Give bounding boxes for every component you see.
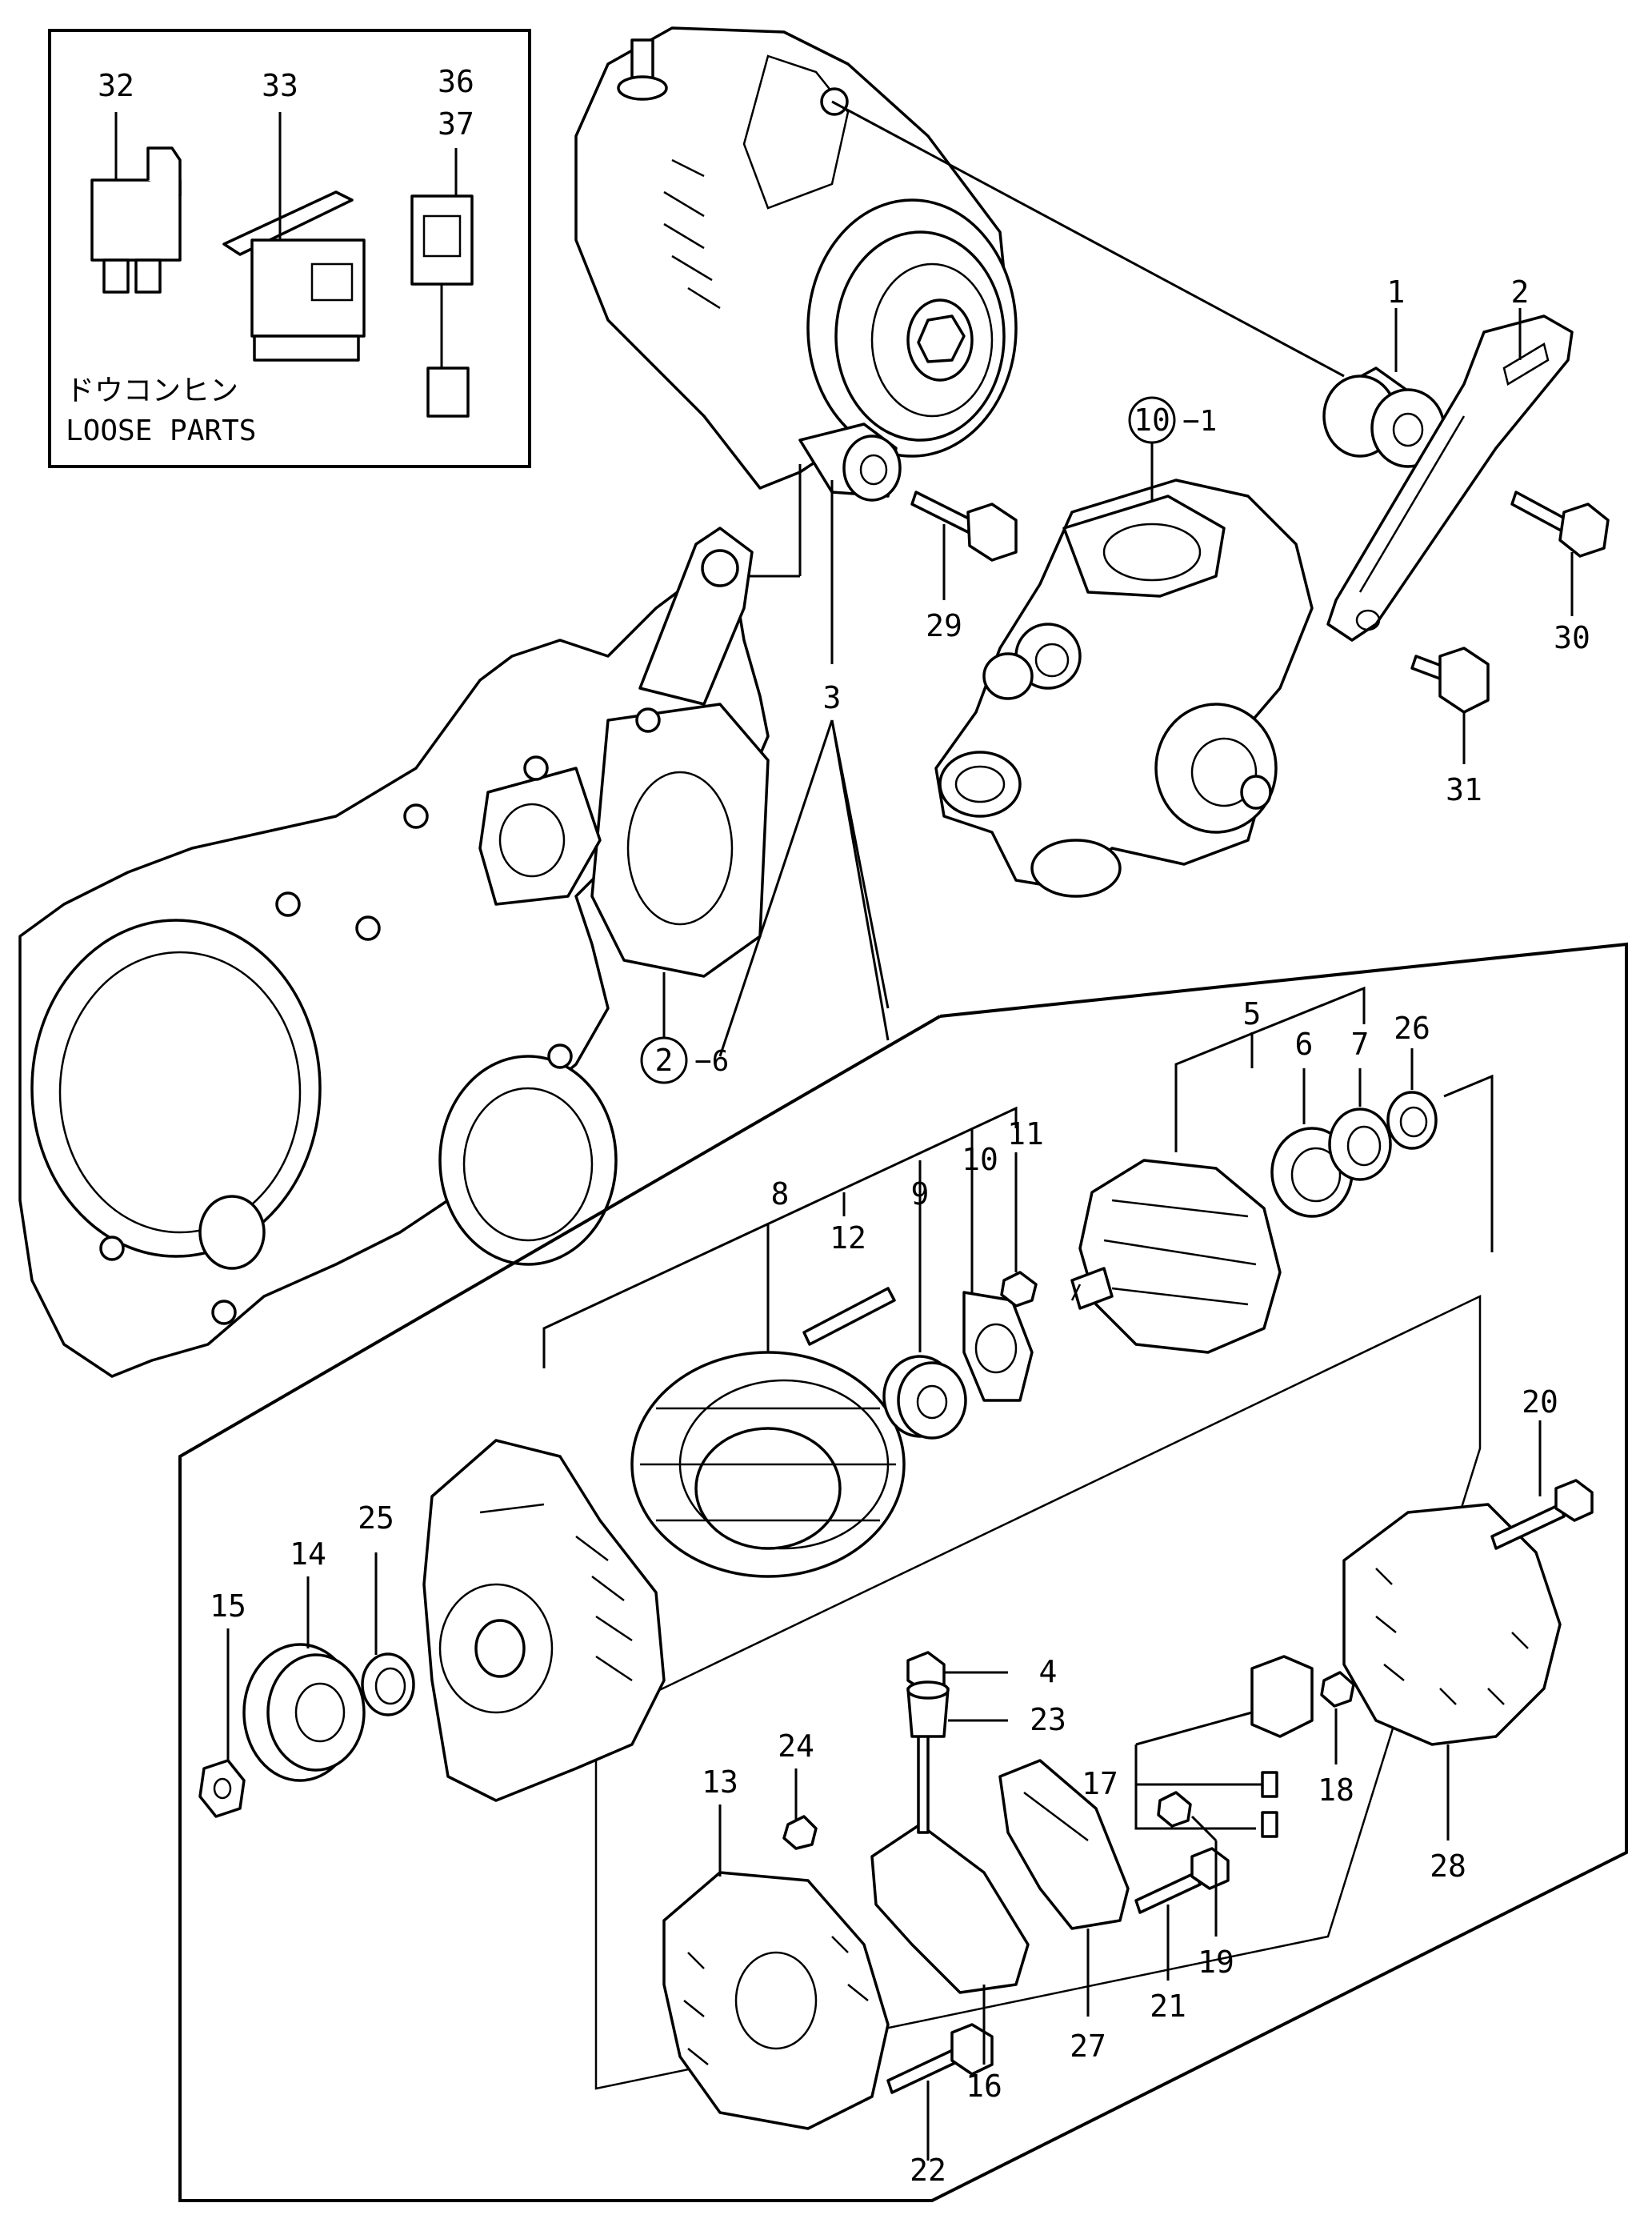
callout-6: 6 [1295, 1027, 1314, 1062]
rear-frame-part-13 [662, 1871, 890, 2130]
callout-15: 15 [210, 1588, 246, 1624]
callout-3: 3 [823, 680, 842, 715]
callout-14: 14 [290, 1536, 326, 1572]
washer-part-26 [1386, 1091, 1438, 1150]
callout-29: 29 [926, 608, 962, 643]
rear-cover-part-28 [1342, 1503, 1562, 1746]
callout-21: 21 [1150, 1989, 1186, 2024]
callout-10-circled: 10 [1134, 403, 1170, 438]
relay-part-32 [90, 146, 182, 294]
callout-23: 23 [1030, 1702, 1066, 1737]
callout-22: 22 [910, 2153, 946, 2188]
screw-part-18 [1320, 1671, 1355, 1708]
regulator-part-27 [998, 1759, 1130, 1930]
callout-18: 18 [1318, 1772, 1354, 1808]
callout-17: 17 [1082, 1766, 1118, 1801]
bolt-part-30 [1510, 491, 1610, 558]
module-part-36-37 [410, 194, 474, 418]
engine-timing-cover [18, 527, 770, 1378]
callout-33: 33 [262, 68, 298, 103]
callout-10: 10 [962, 1142, 998, 1177]
adjusting-bar-part-2 [1326, 314, 1574, 642]
screw-part-11 [1000, 1271, 1038, 1308]
loose-parts-title-jp: ドウコンヒン [66, 375, 238, 407]
callout-37: 37 [438, 106, 474, 142]
loose-parts-title-en: LOOSE PARTS [66, 415, 256, 447]
callout-13: 13 [702, 1764, 738, 1800]
exploded-view-frame [178, 942, 1628, 2202]
rotor-part-5 [1070, 1159, 1282, 1354]
callout-10-suffix: −1 [1182, 405, 1217, 438]
callout-36: 36 [438, 64, 474, 99]
callout-28: 28 [1430, 1848, 1466, 1884]
plate-part-10 [962, 1291, 1034, 1402]
callout-8: 8 [771, 1176, 790, 1212]
alternator-assembly [574, 26, 1018, 502]
water-pump [934, 479, 1314, 898]
bolt-part-22 [886, 2023, 994, 2094]
callout-11: 11 [1007, 1116, 1044, 1152]
relay-part-33 [222, 190, 366, 362]
insulator-part-23 [906, 1680, 950, 1738]
callout-1: 1 [1387, 274, 1406, 310]
callout-4: 4 [1039, 1654, 1058, 1689]
callout-5: 5 [1243, 996, 1262, 1031]
drive-end-frame [422, 1439, 666, 1802]
bearing-part-9 [882, 1355, 967, 1440]
callout-24: 24 [778, 1728, 814, 1764]
callout-2-suffix: −6 [694, 1045, 729, 1078]
stud-part-12 [802, 1287, 896, 1346]
brush-holder-part-17 [1250, 1655, 1314, 1838]
callout-26: 26 [1394, 1011, 1430, 1046]
callout-9: 9 [911, 1176, 930, 1212]
nut-part-15 [198, 1759, 246, 1818]
callout-19: 19 [1198, 1945, 1234, 1980]
rectifier-part-16 [870, 1727, 1030, 1994]
collar-part-25 [361, 1652, 415, 1716]
cover-part-7 [1328, 1107, 1392, 1181]
callout-30: 30 [1554, 620, 1590, 655]
callout-2: 2 [1511, 274, 1530, 310]
loose-parts-box: 32 33 36 37 ドウコンヒン LOOSE PARTS [48, 29, 531, 468]
bolt-part-21 [1134, 1847, 1230, 1914]
pulley-part-14 [242, 1643, 366, 1782]
callout-7: 7 [1351, 1027, 1370, 1062]
bolt-part-29 [910, 491, 1018, 562]
bolt-part-31 [1410, 647, 1490, 714]
callout-20: 20 [1522, 1384, 1558, 1420]
callout-31: 31 [1446, 772, 1482, 807]
callout-25: 25 [358, 1500, 394, 1536]
callout-12: 12 [830, 1220, 866, 1256]
callout-32: 32 [98, 68, 134, 103]
bolt-part-20 [1490, 1479, 1594, 1550]
callout-16: 16 [966, 2069, 1002, 2104]
screw-part-19 [1157, 1791, 1192, 1828]
callout-27: 27 [1070, 2029, 1106, 2064]
stator-part-8 [630, 1351, 906, 1578]
callout-2-circled: 2 [655, 1043, 674, 1078]
nut-part-24 [782, 1815, 818, 1850]
